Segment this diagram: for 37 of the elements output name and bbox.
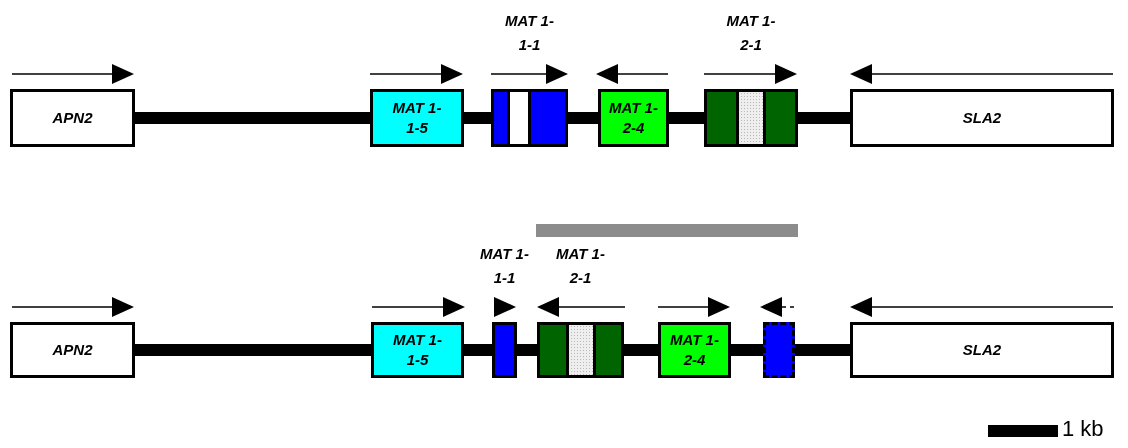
gene-label: MAT 1-2-1 [726,11,776,55]
chromosome-line [464,112,491,124]
gene-box [850,322,1114,378]
chromosome-line [731,344,763,356]
chromosome-line [624,344,658,356]
gene-label: MAT 1-2-4 [669,329,720,370]
gene-label: MAT 1-2-4 [608,97,659,138]
gene-label: MAT 1-1-1 [479,244,530,288]
chromosome-line [135,112,370,124]
chromosome-line [517,344,537,356]
gene-box [371,322,464,378]
chromosome-line [795,344,850,356]
gene-label: MAT 1-1-5 [392,97,442,138]
gene-box [537,322,624,378]
gene-box [763,322,795,378]
chromosome-line [568,112,598,124]
gene-box [491,89,568,147]
scale-label: 1 kb [1062,418,1104,440]
gene-box [10,322,135,378]
chromosome-line [798,112,850,124]
gene-box [492,322,517,378]
gene-box [658,322,731,378]
gene-label: APN2 [52,339,93,360]
gene-box [850,89,1114,147]
gene-label: SLA2 [962,107,1002,128]
gene-label: MAT 1-2-1 [555,244,606,288]
gene-box [598,89,669,147]
gene-label: MAT 1-1-1 [504,11,555,55]
chromosome-line [464,344,492,356]
gene-box [704,89,798,147]
gene-box [10,89,135,147]
chromosome-line [669,112,704,124]
gene-label: MAT 1-1-5 [392,329,443,370]
gene-box [370,89,464,147]
chromosome-line [135,344,371,356]
gene-label: SLA2 [962,339,1002,360]
gene-label: APN2 [52,107,93,128]
